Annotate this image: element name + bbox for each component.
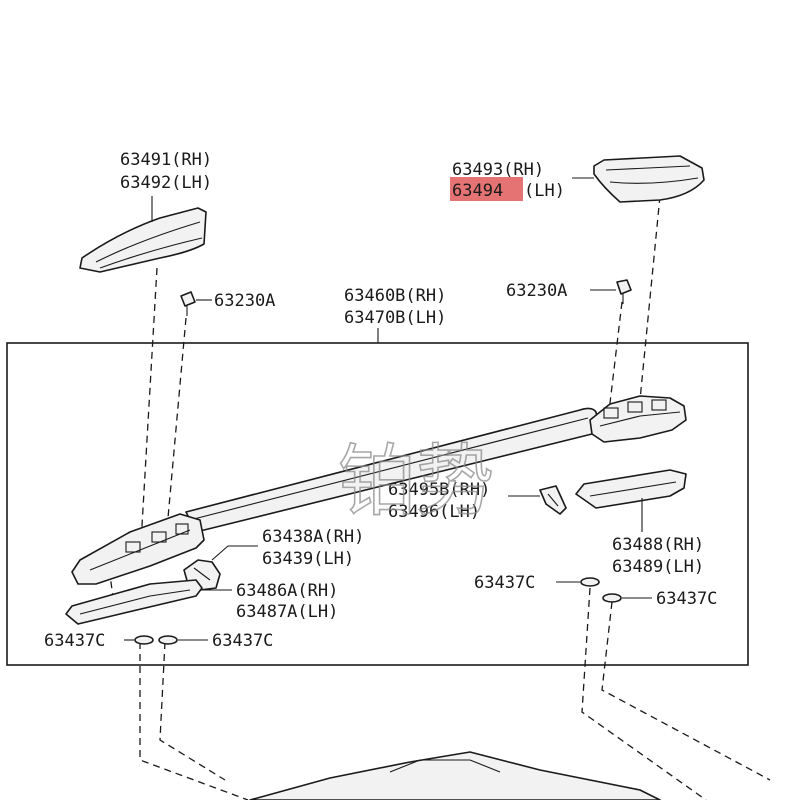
label-front-bracket-rh: 63438A(RH) — [262, 527, 364, 547]
label-center-clip-rh: 63495B(RH) — [388, 480, 490, 500]
label-front-cover-lh: 63492(LH) — [120, 173, 212, 193]
rear-end-cover — [593, 155, 705, 203]
label-washer-front-right: 63437C — [212, 631, 273, 651]
vehicle-roof — [249, 751, 661, 800]
label-washer-rear-upper: 63437C — [474, 573, 535, 593]
label-rear-pad-lh: 63489(LH) — [612, 557, 704, 577]
washers — [134, 577, 622, 645]
installation-lines — [109, 195, 771, 800]
label-rear-bolt: 63230A — [506, 281, 567, 301]
front-pad — [65, 579, 203, 625]
front-end-cover — [79, 207, 207, 273]
label-rear-cover-lh-side: (LH) — [524, 181, 565, 201]
label-front-pad-rh: 63486A(RH) — [236, 581, 338, 601]
label-rail-lh: 63470B(LH) — [344, 308, 446, 328]
label-rear-cover-lh-part: 63494 — [452, 181, 503, 201]
rear-bolt — [616, 279, 632, 304]
front-bolt — [180, 291, 196, 316]
center-clip — [539, 485, 567, 515]
part-highlight — [450, 177, 523, 201]
label-front-pad-lh: 63487A(LH) — [236, 602, 338, 622]
front-bracket-leader — [211, 545, 258, 561]
label-rail-rh: 63460B(RH) — [344, 286, 446, 306]
label-washer-front-left: 63437C — [44, 631, 105, 651]
label-rear-pad-rh: 63488(RH) — [612, 535, 704, 555]
label-rear-cover-rh: 63493(RH) — [452, 160, 544, 180]
label-center-clip-lh: 63496(LH) — [388, 502, 480, 522]
roof-rail — [71, 395, 687, 585]
rear-pad — [575, 469, 687, 509]
label-front-cover-rh: 63491(RH) — [120, 150, 212, 170]
label-washer-rear-lower: 63437C — [656, 589, 717, 609]
label-front-bolt: 63230A — [214, 291, 275, 311]
watermark: 铂势 — [338, 437, 494, 527]
label-front-bracket-lh: 63439(LH) — [262, 549, 354, 569]
